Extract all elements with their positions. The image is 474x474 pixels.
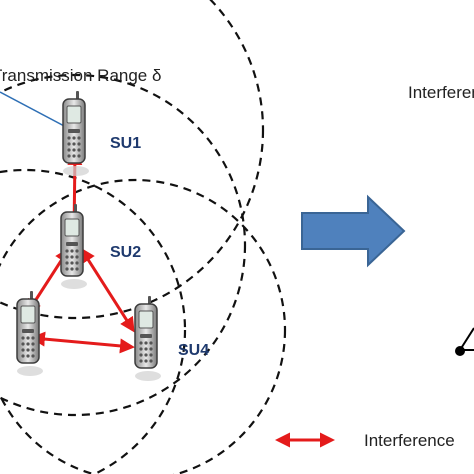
interference-graph-fragment [455, 327, 474, 356]
node-label-su4: SU4 [178, 342, 209, 359]
range-circle-su2 [0, 73, 247, 417]
mobile-phone-icon-su4 [134, 295, 162, 382]
range-pointer-line [0, 91, 69, 129]
legend-label: Interference [364, 431, 455, 450]
graph-vertex [455, 346, 465, 356]
range-circles [0, 0, 287, 474]
range-circle-su4 [0, 178, 287, 474]
mobile-phone-icon-su2 [60, 203, 88, 290]
mobile-phone-icon-su1 [62, 90, 90, 177]
node-label-su1: SU1 [110, 135, 141, 152]
link-su2-su4 [80, 247, 135, 333]
transmission-range-label: Transmission Range δ [0, 66, 161, 85]
graph-edge [459, 327, 474, 351]
range-circle-su1 [0, 0, 265, 320]
right-arrow-icon [301, 194, 406, 268]
range-circle-su3 [0, 168, 187, 474]
node-label-su2: SU2 [110, 244, 141, 261]
interference-graph-heading: Interference [408, 83, 474, 102]
mobile-phone-icon-su3 [16, 290, 44, 377]
link-su3-su4 [30, 331, 135, 354]
